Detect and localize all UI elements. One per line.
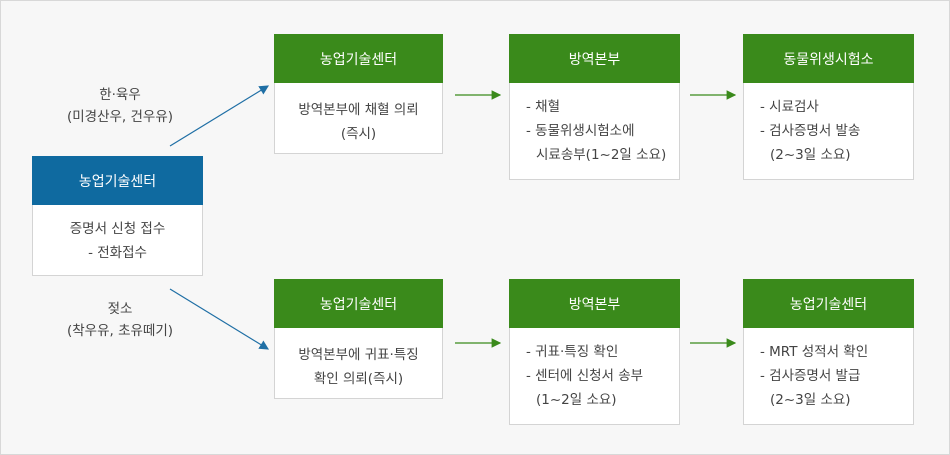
top-step-1-line-1: 방역본부에 채혈 의뢰 [298,102,419,118]
diagonal-arrow-up [169,85,270,147]
top-step-3-title: 동물위생시험소 [743,34,914,83]
top-step-2-line-2: - 동물위생시험소에 [526,123,635,139]
top-step-3-body: - 시료검사 - 검사증명서 발송 (2~3일 소요) [743,83,914,180]
top-step-3-line-3: (2~3일 소요) [770,147,851,163]
top-step-2-line-1: - 채혈 [526,99,561,115]
bottom-step-2-line-3: (1~2일 소요) [536,392,617,408]
bottom-step-2-title: 방역본부 [509,279,680,328]
top-step-1-body: 방역본부에 채혈 의뢰 (즉시) [274,83,443,154]
branch-label-top-line2: (미경산우, 건우유) [66,109,174,125]
branch-label-bottom: 젖소 (착우유, 초유떼기) [45,298,195,342]
branch-label-bottom-line2: (착우유, 초유떼기) [66,323,174,339]
top-step-3: 동물위생시험소 - 시료검사 - 검사증명서 발송 (2~3일 소요) [743,34,914,180]
bottom-step-1-line-1: 방역본부에 귀표·특징 [298,347,419,363]
bottom-step-1: 농업기술센터 방역본부에 귀표·특징 확인 의뢰(즉시) [274,279,443,399]
top-step-2: 방역본부 - 채혈 - 동물위생시험소에 시료송부(1~2일 소요) [509,34,680,180]
top-step-3-line-1: - 시료검사 [760,99,819,115]
branch-label-top: 한·육우 (미경산우, 건우유) [45,84,195,128]
bottom-step-2-body: - 귀표·특징 확인 - 센터에 신청서 송부 (1~2일 소요) [509,328,680,425]
branch-label-bottom-line1: 젖소 [107,301,133,317]
top-step-2-body: - 채혈 - 동물위생시험소에 시료송부(1~2일 소요) [509,83,680,180]
bottom-step-2: 방역본부 - 귀표·특징 확인 - 센터에 신청서 송부 (1~2일 소요) [509,279,680,425]
branch-label-top-line1: 한·육우 [99,87,141,103]
bottom-step-3-line-2: - 검사증명서 발급 [760,368,861,384]
top-step-1-line-2: (즉시) [340,126,377,142]
bottom-step-3-body: - MRT 성적서 확인 - 검사증명서 발급 (2~3일 소요) [743,328,914,425]
bottom-step-3-title: 농업기술센터 [743,279,914,328]
bottom-step-3-line-1: - MRT 성적서 확인 [760,344,869,360]
bottom-step-3: 농업기술센터 - MRT 성적서 확인 - 검사증명서 발급 (2~3일 소요) [743,279,914,425]
source-line-1: 증명서 신청 접수 [69,221,166,237]
bottom-step-1-title: 농업기술센터 [274,279,443,328]
bottom-step-1-line-2: 확인 의뢰(즉시) [313,371,404,387]
bottom-step-1-body: 방역본부에 귀표·특징 확인 의뢰(즉시) [274,328,443,399]
top-step-2-line-3: 시료송부(1~2일 소요) [536,147,667,163]
top-step-2-title: 방역본부 [509,34,680,83]
bottom-step-3-line-3: (2~3일 소요) [770,392,851,408]
top-step-3-line-2: - 검사증명서 발송 [760,123,861,139]
source-box-title: 농업기술센터 [32,156,203,205]
top-step-1: 농업기술센터 방역본부에 채혈 의뢰 (즉시) [274,34,443,154]
bottom-step-2-line-2: - 센터에 신청서 송부 [526,368,644,384]
bottom-step-2-line-1: - 귀표·특징 확인 [526,344,619,360]
source-box-body: 증명서 신청 접수 - 전화접수 [32,205,203,276]
diagonal-arrow-down [169,288,270,350]
source-box: 농업기술센터 증명서 신청 접수 - 전화접수 [32,156,203,276]
source-line-2: - 전화접수 [88,245,147,261]
top-step-1-title: 농업기술센터 [274,34,443,83]
